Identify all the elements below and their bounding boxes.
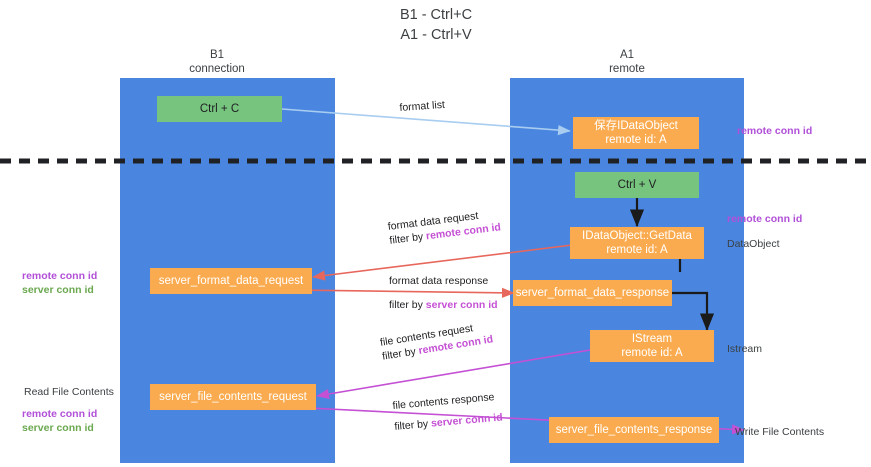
lane-header-a1: A1 remote: [609, 49, 645, 76]
node-istream-line2: remote id: A: [621, 347, 683, 359]
edge-label-format-data-response: format data response filter by server co…: [389, 274, 498, 312]
arrow-file-contents-request: [316, 349, 591, 400]
edge-label-format-data-response-line1: format data response: [389, 275, 489, 287]
note-right-top-remote-conn-id: remote conn id: [737, 125, 813, 137]
node-server-file-contents-response[interactable]: server_file_contents_response: [549, 417, 719, 443]
node-server-format-data-request[interactable]: server_format_data_request: [150, 268, 312, 294]
edge-label-format-data-response-line2: filter by server conn id: [389, 298, 498, 312]
note-right-write-file-contents: Write File Contents: [735, 426, 825, 438]
node-server-format-data-response-label: server_format_data_response: [515, 286, 670, 299]
edge-label-format-data-response-filter-prefix: filter by: [389, 299, 426, 312]
node-server-format-data-request-label: server_format_data_request: [158, 274, 304, 287]
arrow-format-data-request: [312, 244, 573, 281]
node-ctrl-c[interactable]: Ctrl + C: [157, 96, 282, 122]
node-ctrl-v[interactable]: Ctrl + V: [575, 172, 699, 198]
node-server-file-contents-request-label: server_file_contents_request: [159, 390, 307, 403]
arrow-response-to-istream: [672, 291, 715, 332]
note-left-remote-conn-id-2: remote conn id: [22, 408, 98, 420]
edge-label-file-contents-response-filter-prefix: filter by: [393, 417, 432, 434]
node-idataobject-getdata[interactable]: IDataObject::GetData remote id: A: [570, 227, 704, 259]
node-ctrl-v-label: Ctrl + V: [617, 178, 657, 191]
node-idataobject-getdata-line2: remote id: A: [606, 244, 668, 256]
diagram-title: B1 - Ctrl+C A1 - Ctrl+V: [399, 7, 473, 43]
node-server-format-data-response[interactable]: server_format_data_response: [513, 280, 672, 306]
note-right-istream: Istream: [727, 343, 763, 355]
node-server-file-contents-response-label: server_file_contents_response: [555, 423, 713, 436]
node-store-idataobject-line2: remote id: A: [605, 134, 667, 146]
lane-header-b1: B1 connection: [189, 49, 245, 76]
node-store-idataobject[interactable]: 保存IDataObject remote id: A: [573, 117, 699, 149]
node-ctrl-c-label: Ctrl + C: [199, 102, 240, 115]
node-store-idataobject-line1: 保存IDataObject: [594, 119, 678, 132]
note-left-server-conn-id: server conn id: [22, 284, 94, 296]
note-left-server-conn-id-2: server conn id: [22, 422, 94, 434]
node-istream[interactable]: IStream remote id: A: [590, 330, 714, 362]
note-right-mid-remote-conn-id: remote conn id: [727, 213, 803, 225]
note-left-remote-conn-id: remote conn id: [22, 270, 98, 282]
node-server-file-contents-request[interactable]: server_file_contents_request: [150, 384, 316, 410]
arrow-format-list: [281, 108, 571, 136]
node-istream-line1: IStream: [631, 332, 673, 345]
edge-label-format-data-response-filter-key: server conn id: [425, 299, 498, 312]
node-idataobject-getdata-line1: IDataObject::GetData: [582, 229, 692, 242]
note-left-read-file-contents: Read File Contents: [24, 386, 114, 398]
edge-label-format-list-text: format list: [399, 98, 446, 114]
note-right-dataobject: DataObject: [727, 238, 780, 250]
